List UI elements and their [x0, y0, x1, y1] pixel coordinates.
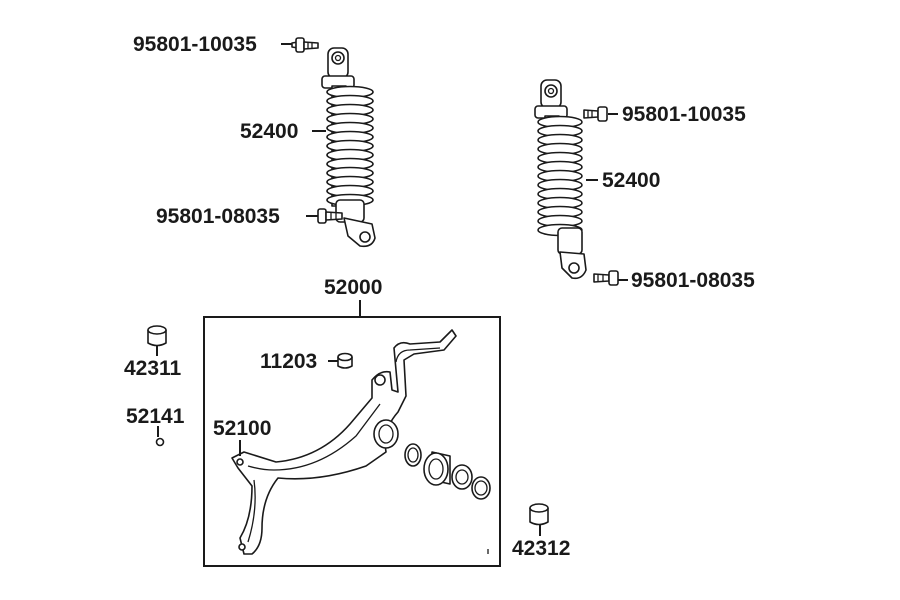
label-assembly: 52000 [324, 276, 383, 299]
label-nut: 52141 [126, 405, 185, 428]
collar-42312 [529, 503, 549, 526]
assembly-frame [203, 316, 501, 567]
bolt-lower-left [317, 208, 343, 224]
bolt-upper-right [583, 106, 608, 122]
shock-absorber-left [321, 47, 376, 248]
spacer-11203 [337, 352, 353, 369]
swing-arm-52100 [231, 329, 457, 555]
label-shock-right: 52400 [602, 169, 661, 192]
bolt-upper-left [291, 37, 319, 53]
label-bolt-lower-left: 95801-08035 [156, 205, 280, 228]
collar-42311 [147, 325, 167, 347]
label-collar-left: 42311 [124, 357, 182, 380]
label-arm: 52100 [213, 417, 272, 440]
label-spacer: 11203 [260, 350, 318, 373]
label-shock-left: 52400 [240, 120, 299, 143]
label-collar-right: 42312 [512, 537, 571, 560]
nut-52141 [155, 437, 165, 447]
label-bolt-upper-right: 95801-10035 [622, 103, 746, 126]
label-bolt-lower-right: 95801-08035 [631, 269, 755, 292]
label-bolt-upper-left: 95801-10035 [133, 33, 257, 56]
bolt-lower-right [593, 270, 619, 286]
shock-absorber-right [534, 79, 587, 280]
bearing-set [404, 443, 491, 500]
